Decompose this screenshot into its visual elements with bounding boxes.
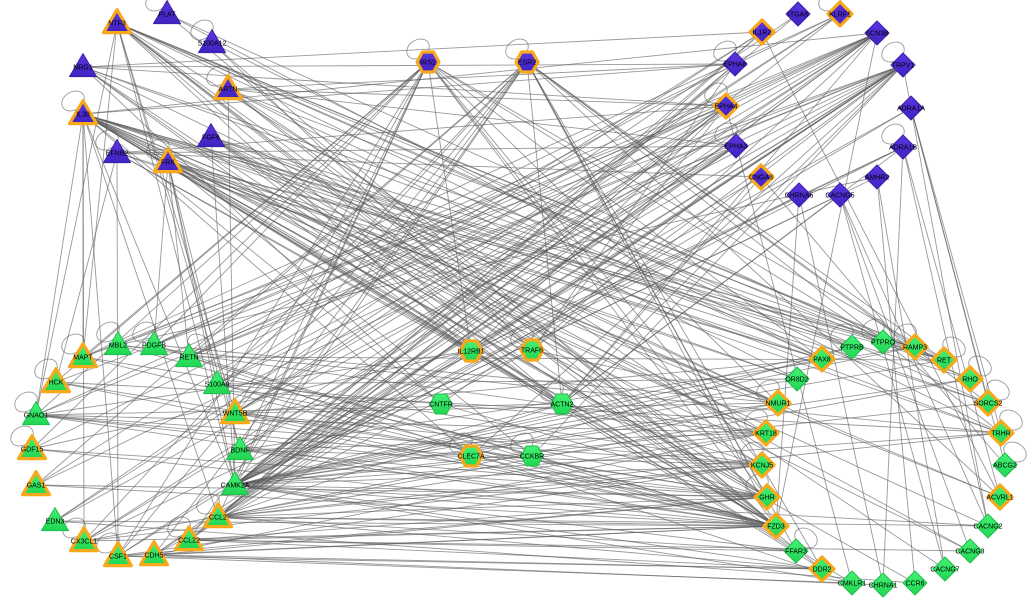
svg-text:CACNG7: CACNG7	[930, 566, 959, 573]
svg-text:GAS1: GAS1	[27, 482, 46, 489]
svg-text:CACNG3: CACNG3	[955, 548, 984, 555]
svg-text:CX3CL1: CX3CL1	[71, 538, 98, 545]
svg-text:PTPRO: PTPRO	[871, 339, 896, 346]
svg-text:CCKBR: CCKBR	[520, 453, 545, 460]
svg-text:CSF1: CSF1	[109, 553, 127, 560]
svg-text:CCR6: CCR6	[905, 580, 924, 587]
svg-text:RAMP3: RAMP3	[903, 344, 927, 351]
svg-text:OR8D2: OR8D2	[785, 376, 808, 383]
svg-text:CHRNA1: CHRNA1	[869, 582, 898, 589]
svg-text:IL12RB1: IL12RB1	[457, 348, 484, 355]
svg-text:ADRA1B: ADRA1B	[889, 144, 917, 151]
svg-text:EPHA3: EPHA3	[725, 143, 748, 150]
svg-text:ADRA1A: ADRA1A	[897, 105, 925, 112]
svg-text:TRPV1: TRPV1	[892, 62, 915, 69]
svg-text:ACTN2: ACTN2	[551, 401, 574, 408]
svg-text:EPHA4: EPHA4	[715, 103, 738, 110]
svg-text:EPHA8: EPHA8	[724, 61, 747, 68]
svg-text:ITGA8: ITGA8	[788, 11, 808, 18]
svg-text:RHO: RHO	[962, 376, 978, 383]
svg-text:CNTFR: CNTFR	[429, 401, 453, 408]
svg-text:KCNJ5: KCNJ5	[751, 462, 773, 469]
svg-text:GDF15: GDF15	[21, 446, 44, 453]
svg-text:IRS1: IRS1	[420, 59, 436, 66]
svg-text:EDN3: EDN3	[46, 518, 65, 525]
svg-text:CAMK2A: CAMK2A	[221, 482, 250, 489]
svg-text:CNGA3: CNGA3	[749, 174, 773, 181]
svg-text:IL30: IL30	[76, 111, 90, 118]
svg-text:S100A12: S100A12	[198, 40, 227, 47]
svg-text:ESR2: ESR2	[518, 59, 536, 66]
svg-text:ABCG2: ABCG2	[993, 462, 1017, 469]
svg-text:MBL2: MBL2	[109, 342, 127, 349]
svg-text:CCL22: CCL22	[178, 537, 200, 544]
svg-text:EFNB2: EFNB2	[106, 150, 129, 157]
svg-text:PDGFB: PDGFB	[142, 342, 166, 349]
svg-text:KRT18: KRT18	[755, 430, 777, 437]
svg-text:CHRNA5: CHRNA5	[785, 192, 814, 199]
svg-text:RET: RET	[937, 357, 952, 364]
svg-text:FRK: FRK	[161, 159, 175, 166]
svg-text:KLRF1: KLRF1	[829, 11, 851, 18]
svg-text:PAX8: PAX8	[813, 356, 830, 363]
svg-text:GNAO1: GNAO1	[24, 412, 49, 419]
svg-text:CMKLR1: CMKLR1	[838, 580, 867, 587]
svg-text:CACNG5: CACNG5	[825, 192, 854, 199]
svg-text:FZD3: FZD3	[767, 523, 785, 530]
svg-text:CACNG2: CACNG2	[973, 523, 1002, 530]
svg-text:PTPRB: PTPRB	[840, 344, 864, 351]
svg-text:BDNF: BDNF	[230, 447, 249, 454]
svg-text:CDH5: CDH5	[144, 552, 163, 559]
svg-text:DDR2: DDR2	[812, 566, 831, 573]
svg-text:ARTN: ARTN	[219, 86, 238, 93]
svg-text:NTF3: NTF3	[108, 20, 126, 27]
svg-text:MAPT: MAPT	[73, 354, 93, 361]
svg-text:RETN: RETN	[179, 354, 198, 361]
svg-text:NRG1: NRG1	[73, 64, 93, 71]
svg-text:TRAF6: TRAF6	[521, 347, 543, 354]
svg-text:FFAR3: FFAR3	[785, 548, 807, 555]
svg-text:NMUR1: NMUR1	[766, 400, 791, 407]
svg-text:SCN3B: SCN3B	[865, 30, 889, 37]
svg-text:IL1R2: IL1R2	[753, 29, 772, 36]
svg-text:CCL2: CCL2	[209, 514, 227, 521]
svg-text:GHR: GHR	[759, 494, 775, 501]
svg-text:WNT5B: WNT5B	[223, 410, 248, 417]
svg-text:HCK: HCK	[49, 379, 64, 386]
svg-text:S100A9: S100A9	[205, 381, 230, 388]
svg-text:PLAT: PLAT	[159, 11, 177, 18]
svg-text:FGF6: FGF6	[202, 134, 220, 141]
svg-text:SORCS2: SORCS2	[974, 400, 1003, 407]
svg-text:ACVRL1: ACVRL1	[986, 494, 1013, 501]
svg-text:TRHR: TRHR	[991, 430, 1010, 437]
svg-text:AMHR2: AMHR2	[865, 174, 890, 181]
svg-text:CLEC7A: CLEC7A	[457, 453, 485, 460]
